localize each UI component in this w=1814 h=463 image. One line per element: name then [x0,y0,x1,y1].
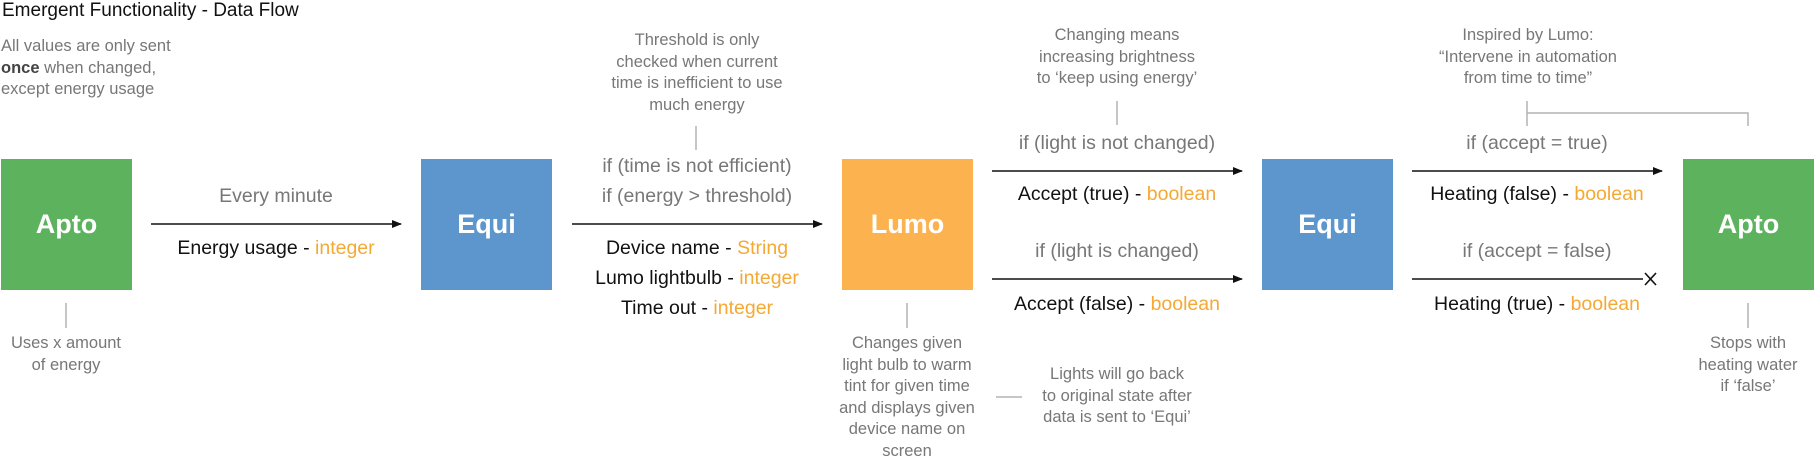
note-line: Stops with [1709,334,1787,352]
edge-condition: if (energy > threshold) [601,185,793,207]
edge-condition: if (accept = true) [1466,132,1608,154]
field-type: integer [315,237,375,259]
note-line: Changes given [851,334,963,352]
note-line: Uses x amount [10,334,122,352]
note-lights-back: Lights will go back to original state af… [1024,364,1210,429]
edge-field: Heating (true) - boolean [1402,293,1672,316]
node-apto-target: Apto [1683,159,1814,290]
field-name: Energy usage - [177,237,316,259]
field-name: Lumo lightbulb - [595,267,740,289]
field-name: Accept (false) - [1014,293,1151,315]
intro-note: All values are only sent once when chang… [1,36,171,101]
intro-note-line: except energy usage [1,80,155,98]
field-type: integer [739,267,799,289]
note-threshold: Threshold is only checked when current t… [574,30,820,116]
edge-condition: if (light is changed) [1035,240,1199,262]
edge-condition: Every minute [219,185,333,207]
field-name: Heating (true) - [1434,293,1571,315]
note-line: if ‘false’ [1720,377,1776,395]
field-type: boolean [1146,183,1217,205]
note-line: to ‘keep using energy’ [1036,69,1198,87]
edge-field: Time out - integer [562,297,832,320]
note-lumo: Changes given light bulb to warm tint fo… [822,333,992,462]
field-type: boolean [1570,293,1640,315]
edge-condition: if (light is not changed) [1018,132,1216,154]
field-name: Time out - [620,297,714,319]
page-title: Emergent Functionality - Data Flow [2,0,299,21]
note-line: Lights will go back [1050,365,1184,383]
blocked-cross-icon [1644,272,1657,286]
edge-field: Device name - String [562,237,832,260]
field-name: Accept (true) - [1017,183,1147,205]
note-line: Threshold is only [634,31,760,49]
field-type: boolean [1574,183,1644,205]
note-line: increasing brightness [1039,47,1195,66]
note-line: from time to time” [1463,69,1593,87]
node-equi-second: Equi [1262,159,1393,290]
field-name: Device name - [605,237,738,259]
field-type: String [737,237,789,259]
note-line: data is sent to ‘Equi’ [1043,408,1191,426]
intro-note-line-rest: when changed, [39,58,157,77]
note-line: Changing means [1054,26,1180,44]
node-apto-source: Apto [1,159,132,290]
note-line: and displays given [839,398,975,417]
note-inspired: Inspired by Lumo: “Intervene in automati… [1410,25,1646,90]
note-line: heating water [1698,355,1798,374]
note-line: to original state after [1042,386,1192,405]
note-line: light bulb to warm [842,355,972,374]
edge-condition: if (accept = false) [1462,240,1612,262]
connector-inspired-note [1526,101,1749,126]
note-line: time is inefficient to use [611,74,783,92]
note-changing: Changing means increasing brightness to … [1000,25,1234,90]
edge-field: Accept (true) - boolean [982,183,1252,206]
node-equi-first: Equi [421,159,552,290]
note-line: tint for given time [844,377,970,395]
note-line: device name on [848,420,966,438]
node-lumo: Lumo [842,159,973,290]
note-line: much energy [649,95,745,114]
edge-field: Energy usage - integer [151,237,401,260]
intro-note-line: All values are only sent [1,37,171,55]
field-name: Heating (false) - [1430,183,1575,205]
note-line: checked when current [616,52,778,71]
intro-note-line: once when changed, [1,58,171,80]
note-apto-source: Uses x amount of energy [0,333,137,376]
note-line: screen [882,441,932,460]
note-line: “Intervene in automation [1439,47,1617,66]
note-line: Inspired by Lumo: [1462,26,1594,44]
note-apto-target: Stops with heating water if ‘false’ [1673,333,1814,398]
edge-field: Heating (false) - boolean [1402,183,1672,206]
edge-field: Accept (false) - boolean [982,293,1252,316]
field-type: boolean [1150,293,1220,315]
edge-condition: if (time is not efficient) [602,155,792,177]
intro-note-emphasis: once [1,58,40,77]
edge-field: Lumo lightbulb - integer [562,267,832,290]
note-line: of energy [31,355,101,374]
field-type: integer [713,297,774,319]
